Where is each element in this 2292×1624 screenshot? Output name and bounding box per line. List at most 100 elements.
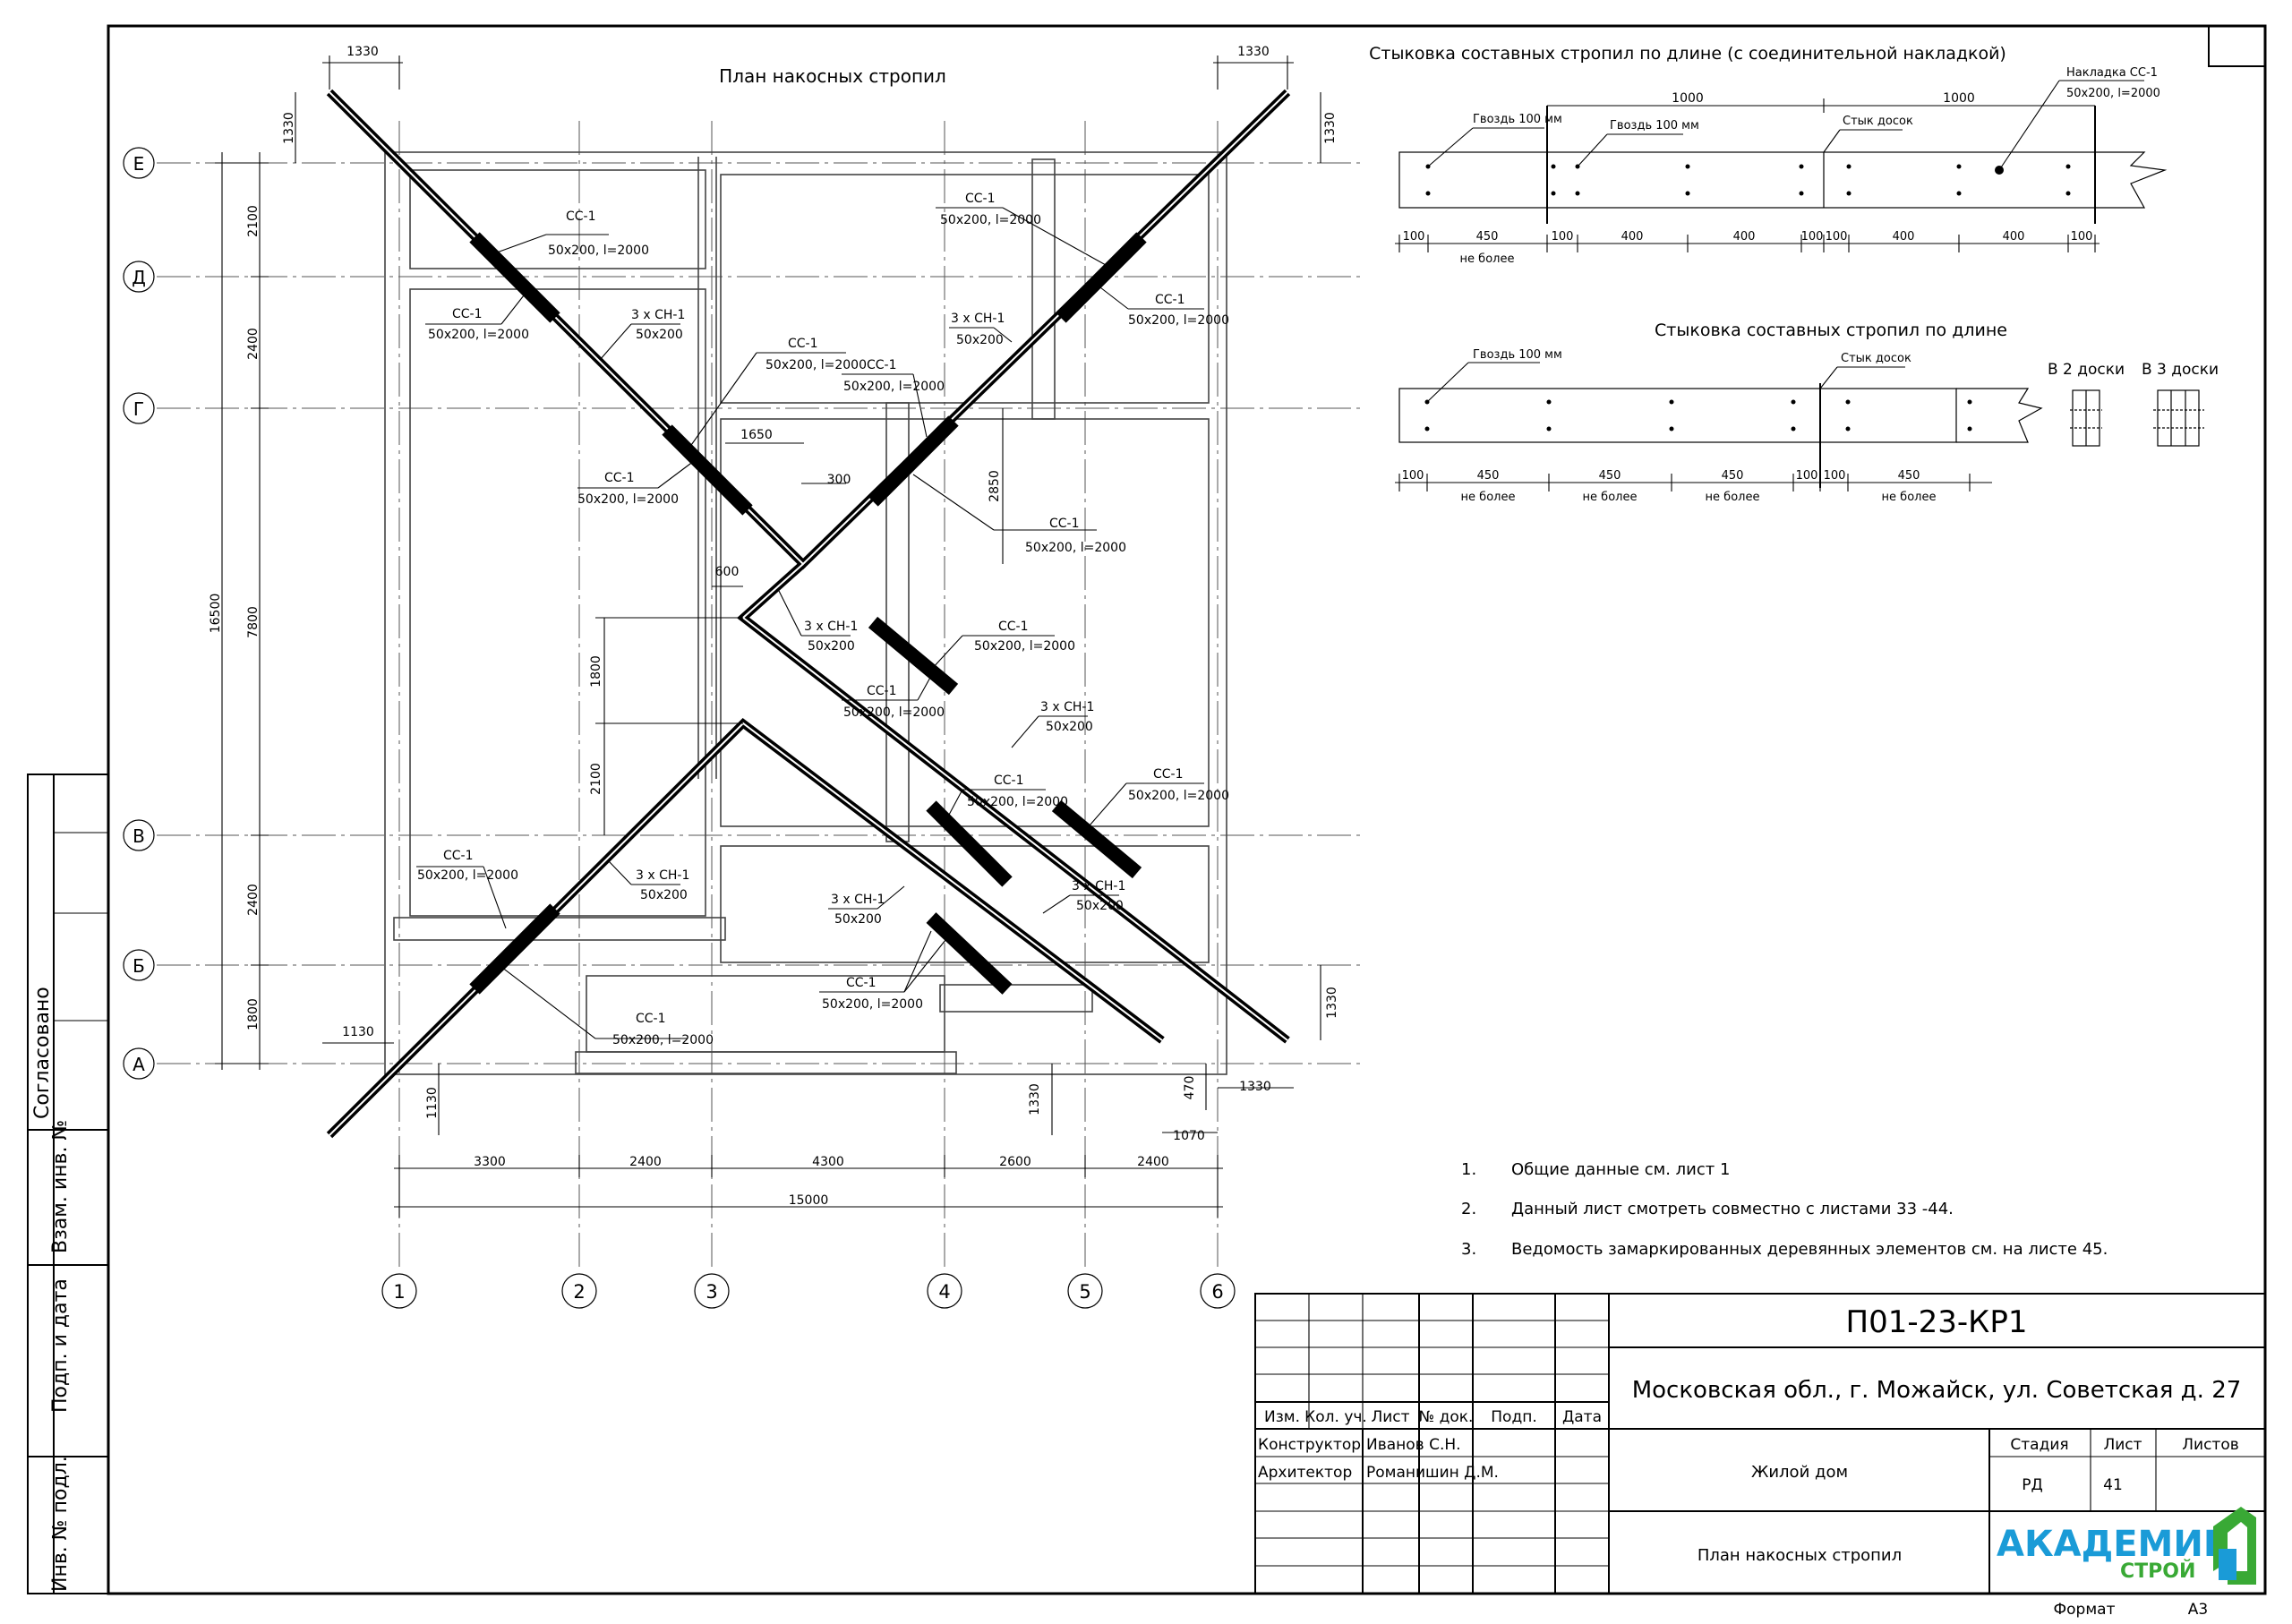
axis-number-6: 6 xyxy=(1200,1273,1236,1309)
dim-bottom-right-470: 470 xyxy=(1183,1076,1197,1100)
dimensions: 3300 2400 4300 2600 2400 15000 2100 2400… xyxy=(209,45,1339,1218)
tag-ch-6: 3 х СН-1 50х200 xyxy=(828,885,905,927)
side-inv-orig: Инв. № подл. xyxy=(49,1456,72,1592)
tb-h-kol: Кол. уч. xyxy=(1304,1408,1367,1426)
detail1-joint-label: Стык досок xyxy=(1843,115,1913,128)
detail2-nails xyxy=(1424,399,1972,432)
sheet-frame xyxy=(107,24,2267,1595)
dim-4300: 4300 xyxy=(812,1155,844,1169)
note-3-text: Ведомость замаркированных деревянных эле… xyxy=(1511,1240,2108,1259)
tb-h-sign: Подп. xyxy=(1491,1408,1536,1426)
tb-h-doc: № док. xyxy=(1419,1408,1474,1426)
svg-text:6: 6 xyxy=(1211,1281,1223,1303)
svg-text:50х200: 50х200 xyxy=(640,888,688,902)
note-1-num: 1. xyxy=(1461,1160,1476,1179)
svg-text:450: 450 xyxy=(1898,469,1920,483)
tag-ch-3: 3 х СН-1 50х200 xyxy=(778,590,858,654)
svg-text:50х200, l=2000: 50х200, l=2000 xyxy=(843,705,945,720)
tb-sheet-title: План накосных стропил xyxy=(1698,1546,1902,1565)
svg-text:Б: Б xyxy=(133,955,145,977)
axis-number-2: 2 xyxy=(561,1273,597,1309)
svg-text:50х200, l=2000: 50х200, l=2000 xyxy=(428,328,529,342)
detail1-dim-1000b: 1000 xyxy=(1943,91,1975,106)
tb-sheet: 41 xyxy=(2103,1476,2123,1494)
tb-role-2: Архитектор xyxy=(1258,1464,1352,1482)
svg-text:400: 400 xyxy=(1733,230,1756,244)
detail2-in2: В 2 доски xyxy=(2048,361,2125,379)
detail2-title: Стыковка составных стропил по длине xyxy=(1655,321,2007,340)
svg-text:50х200: 50х200 xyxy=(636,328,683,342)
tb-sheet-label: Лист xyxy=(2103,1436,2142,1454)
svg-text:50х200, l=2000: 50х200, l=2000 xyxy=(765,358,867,372)
svg-text:2: 2 xyxy=(573,1281,585,1303)
svg-text:СС-1: СС-1 xyxy=(998,620,1029,634)
dim-15000: 15000 xyxy=(789,1193,829,1208)
detail1-nail-label: Гвоздь 100 мм xyxy=(1473,113,1562,126)
dim-2400b: 2400 xyxy=(1137,1155,1169,1169)
axis-letter-d: Д xyxy=(123,261,155,293)
detail2-in3: В 3 доски xyxy=(2142,361,2219,379)
detail1-dim-1000a: 1000 xyxy=(1672,91,1704,106)
section-3-boards xyxy=(2153,389,2204,447)
svg-text:3 х СН-1: 3 х СН-1 xyxy=(1072,879,1125,893)
svg-text:100: 100 xyxy=(1801,230,1824,244)
svg-text:СС-1: СС-1 xyxy=(566,209,596,224)
tag-cc-2: СС-1 50х200, l=2000 xyxy=(425,295,529,342)
svg-text:СС-1: СС-1 xyxy=(636,1012,666,1026)
svg-text:СС-1: СС-1 xyxy=(443,849,474,863)
axis-number-3: 3 xyxy=(694,1273,730,1309)
svg-text:50х200, l=2000: 50х200, l=2000 xyxy=(417,868,518,883)
detail1-note-max: не более xyxy=(1460,252,1515,266)
dim-top-right: 1330 xyxy=(1237,45,1270,59)
dim-bottom-right-h: 1330 xyxy=(1239,1080,1271,1094)
tb-role-1: Конструктор xyxy=(1258,1436,1361,1454)
svg-text:50х200: 50х200 xyxy=(1046,720,1093,734)
svg-text:3 х СН-1: 3 х СН-1 xyxy=(831,893,885,907)
svg-text:50х200, l=2000: 50х200, l=2000 xyxy=(967,795,1068,809)
tag-cc-12: СС-1 50х200, l=2000 xyxy=(948,774,1068,816)
svg-text:СС-1: СС-1 xyxy=(788,337,818,351)
svg-text:А: А xyxy=(133,1054,145,1075)
tb-h-list: Лист xyxy=(1371,1408,1409,1426)
axis-letter-v: В xyxy=(123,819,155,851)
svg-text:50х200, l=2000: 50х200, l=2000 xyxy=(940,213,1041,227)
svg-text:не более: не более xyxy=(1706,491,1760,504)
note-2-text: Данный лист смотреть совместно с листами… xyxy=(1511,1200,1954,1218)
svg-text:АКАДЕМИК: АКАДЕМИК xyxy=(1997,1524,2233,1565)
detail1-plate-label: Накладка СС-1 xyxy=(2066,66,2158,80)
svg-text:50х200: 50х200 xyxy=(1076,899,1124,913)
svg-text:СС-1: СС-1 xyxy=(452,307,483,321)
tb-address: Московская обл., г. Можайск, ул. Советск… xyxy=(1632,1377,2242,1404)
tb-name-1: Иванов С.Н. xyxy=(1366,1436,1461,1454)
axis-letter-a: А xyxy=(123,1047,155,1080)
dim-top-left-v: 1330 xyxy=(282,112,296,144)
svg-text:СС-1: СС-1 xyxy=(965,192,996,206)
svg-text:50х200: 50х200 xyxy=(808,639,855,654)
svg-text:СС-1: СС-1 xyxy=(867,684,897,698)
dim-16500: 16500 xyxy=(209,594,223,634)
dim-bottom-mid-v: 1330 xyxy=(1028,1083,1042,1115)
tag-cc-3: СС-1 50х200, l=2000 xyxy=(688,337,867,449)
svg-text:50х200, l=2000: 50х200, l=2000 xyxy=(974,639,1075,654)
detail-joint-with-plate: Стыковка составных стропил по длине (с с… xyxy=(1369,44,2168,266)
svg-text:100: 100 xyxy=(1826,230,1848,244)
svg-text:СС-1: СС-1 xyxy=(1049,517,1080,531)
svg-text:СС-1: СС-1 xyxy=(1153,767,1184,782)
svg-text:СС-1: СС-1 xyxy=(1155,293,1185,307)
academic-stroy-logo: АКАДЕМИК СТРОЙ xyxy=(1997,1507,2256,1585)
axis-letter-e: Е xyxy=(123,147,155,179)
svg-text:3 х СН-1: 3 х СН-1 xyxy=(804,620,858,634)
rafter-tags: СС-1 50х200, l=2000 СС-1 50х200, l=2000 3 … xyxy=(416,192,1229,1047)
dim-2850: 2850 xyxy=(988,470,1002,502)
svg-text:СС-1: СС-1 xyxy=(994,774,1024,788)
tag-cc-9: СС-1 50х200, l=2000 xyxy=(930,620,1075,671)
dim-600: 600 xyxy=(715,565,740,579)
svg-text:50х200, l=2000: 50х200, l=2000 xyxy=(577,492,679,507)
tag-cc-10: СС-1 50х200, l=2000 xyxy=(842,675,945,720)
svg-text:50х200: 50х200 xyxy=(834,912,882,927)
svg-text:5: 5 xyxy=(1079,1281,1090,1303)
